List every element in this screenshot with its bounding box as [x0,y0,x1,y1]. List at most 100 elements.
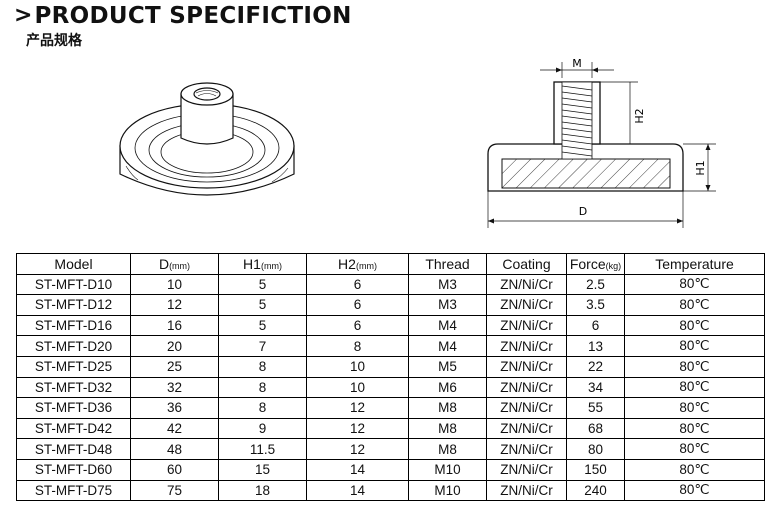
column-header-label: Temperature [655,255,734,272]
table-cell: 8 [218,376,307,399]
table-cell: ZN/Ni/Cr [486,458,567,481]
table-cell: M10 [408,458,487,481]
table-cell: 9 [218,417,307,440]
table-cell: 32 [130,376,219,399]
table-cell: 10 [306,355,409,378]
column-header-label: H2 [338,255,356,272]
column-header-label: Model [54,255,93,272]
column-header: H1(mm) [218,253,307,275]
table-cell: 80℃ [624,376,765,399]
section-heading: > PRODUCT SPECIFICTION [14,2,352,30]
table-cell: 10 [130,273,219,296]
table-cell: M4 [408,314,487,337]
column-header: Coating [486,253,567,275]
table-cell: M6 [408,376,487,399]
table-cell: 12 [306,417,409,440]
table-cell: 150 [566,458,625,481]
table-cell: 18 [218,479,307,502]
column-header: Temperature [624,253,765,275]
table-cell: 80℃ [624,294,765,316]
table-cell: ZN/Ni/Cr [486,417,567,440]
table-cell: 34 [566,376,625,399]
table-cell: ZN/Ni/Cr [486,397,567,419]
table-cell: ST-MFT-D12 [16,294,131,316]
cross-section-drawing: M H2 H1 D [487,57,716,228]
column-header: H2(mm) [306,253,409,275]
table-cell: 80℃ [624,417,765,440]
dim-m-label: M [572,57,582,70]
table-cell: 14 [306,458,409,481]
page-title: PRODUCT SPECIFICTION [34,2,352,29]
table-cell: 80℃ [624,458,765,481]
column-header-unit: (kg) [605,260,622,271]
table-cell: 80℃ [624,355,765,378]
table-cell: ST-MFT-D60 [16,458,131,481]
table-cell: ZN/Ni/Cr [486,438,567,460]
table-cell: 14 [306,479,409,502]
table-cell: 60 [130,458,219,481]
table-cell: 25 [130,355,219,378]
table-cell: 5 [218,294,307,316]
table-cell: ZN/Ni/Cr [486,479,567,502]
table-cell: 68 [566,417,625,440]
table-cell: 36 [130,397,219,419]
column-header: D(mm) [130,253,219,275]
table-cell: 80℃ [624,314,765,337]
column-header-label: Coating [502,255,551,272]
column-header: Model [16,253,131,275]
table-cell: 80℃ [624,397,765,419]
table-cell: 8 [218,355,307,378]
column-header-label: Force [569,255,606,272]
page-subtitle: 产品规格 [26,33,82,49]
table-cell: ZN/Ni/Cr [486,294,567,316]
table-cell: 75 [130,479,219,502]
table-cell: M8 [408,438,487,460]
table-cell: 80℃ [624,479,765,502]
table-cell: M4 [408,335,487,357]
table-cell: 42 [130,417,219,440]
table-cell: M10 [408,479,487,502]
dim-h1-label: H1 [694,160,707,175]
table-cell: 80℃ [624,273,765,296]
table-cell: 55 [566,397,625,419]
table-cell: M8 [408,417,487,440]
table-cell: 3.5 [566,294,625,316]
table-cell: ST-MFT-D10 [16,273,131,296]
table-cell: 12 [306,397,409,419]
column-header-label: D [158,255,170,272]
table-cell: 12 [130,294,219,316]
table-cell: 6 [306,273,409,296]
column-header-label: H1 [243,255,261,272]
table-cell: 80 [566,438,625,460]
table-cell: 6 [306,314,409,337]
table-cell: 8 [218,397,307,419]
table-cell: 15 [218,458,307,481]
table-cell: ST-MFT-D42 [16,417,131,440]
table-cell: 16 [130,314,219,337]
table-cell: M5 [408,355,487,378]
table-cell: M3 [408,294,487,316]
table-cell: 10 [306,376,409,399]
column-header-unit: (mm) [260,260,282,271]
column-header-unit: (mm) [355,260,377,271]
table-cell: ZN/Ni/Cr [486,273,567,296]
dim-d-label: D [579,205,587,218]
column-header: Force(kg) [566,253,625,275]
column-header-unit: (mm) [169,260,191,271]
table-cell: ST-MFT-D32 [16,376,131,399]
table-cell: ZN/Ni/Cr [486,376,567,399]
table-cell: 240 [566,479,625,502]
table-cell: 8 [306,335,409,357]
